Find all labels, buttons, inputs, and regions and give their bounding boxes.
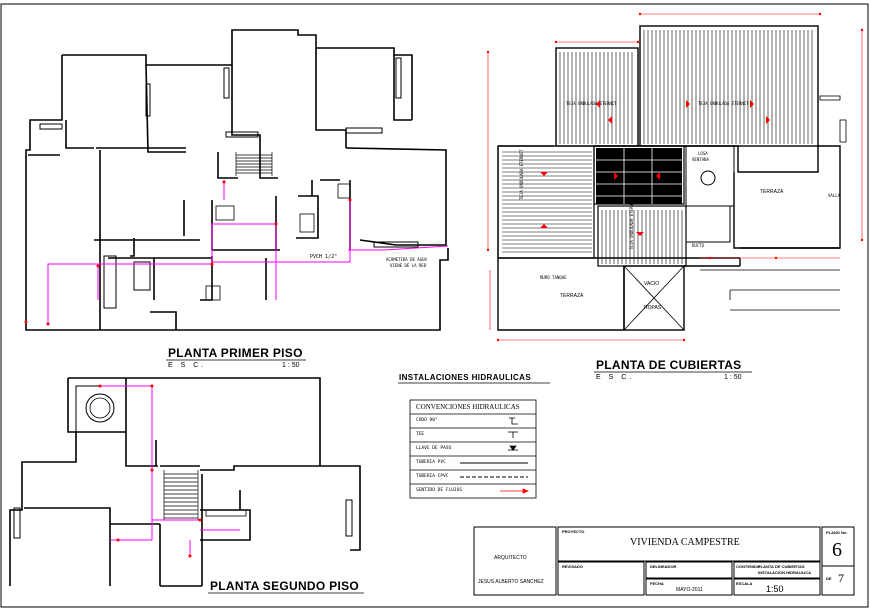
sheet-total-label: DE: [826, 576, 832, 581]
second-floor-pipes: [100, 385, 240, 556]
label-teja-2: TEJA ONDULADA ETERNIT: [698, 101, 749, 106]
architect-label: ARQUITECTO: [494, 555, 527, 561]
label-muro-tanque: MURO TANQUE: [540, 275, 567, 280]
title-block: [473, 526, 855, 596]
convention-llave: LLAVE DE PASO: [416, 446, 452, 451]
label-teja-3: TEJA ONDULADA ETERNIT: [519, 149, 524, 200]
roof-dimensions: [487, 13, 863, 341]
label-ducto: DUCTO: [692, 243, 705, 248]
sheet-border: [0, 3, 869, 608]
underlines: [166, 359, 752, 594]
convention-codo: CODO 90°: [416, 418, 438, 423]
note-viene-red: VIENE DE LA RED: [390, 263, 427, 268]
hydraulic-installations-heading: INSTALACIONES HIDRAULICAS: [399, 373, 532, 382]
label-teja-4: TEJA ONDULADA ETERNIT: [629, 199, 634, 250]
second-floor-stairs: [163, 470, 199, 520]
convention-tuberia-cpvc: TUBERIA CPVC: [416, 474, 449, 479]
title-roof: PLANTA DE CUBIERTAS: [596, 358, 742, 372]
content-label: CONTENIDO: [736, 564, 760, 569]
convention-sentido: SENTIDO DE FLUJOS: [416, 488, 463, 493]
project-value: VIVIENDA CAMPESTRE: [630, 537, 740, 548]
sheet-total: 7: [838, 571, 844, 585]
roof-dim-ticks: [486, 12, 864, 342]
first-floor-outer-wall: [25, 55, 449, 331]
first-floor-pipes: [47, 180, 449, 324]
label-ventana: VENTANA: [692, 157, 709, 162]
architect-name: JESUS ALBERTO SANCHEZ: [478, 579, 544, 585]
title-second-floor: PLANTA SEGUNDO PISO: [210, 579, 360, 593]
note-acometida: ACOMETIDA DE AGUA: [386, 257, 427, 262]
roof-dark-area-lines: [596, 148, 682, 204]
note-pvc: PVCH 1/2": [310, 254, 338, 260]
content-value-1: PLANTA DE CUBIERTAS: [758, 564, 805, 569]
project-label: PROYECTO: [562, 529, 585, 534]
plan-first-floor: [25, 29, 449, 331]
date-value: MAYO-2011: [676, 587, 703, 593]
conventions-table: [409, 399, 537, 499]
content-value-2: INSTALACION HIDRAULICA: [758, 570, 812, 575]
label-terraza-lower: TERRAZA: [560, 293, 584, 299]
roof-hatch: [502, 30, 813, 264]
reviewed-label: REVISADO: [562, 564, 583, 569]
sheet-number-label: PLANO No.: [826, 530, 848, 535]
convention-tee: TEE: [416, 432, 425, 437]
roof-slope-arrows: [540, 100, 770, 236]
label-losa: LOSA: [698, 151, 708, 156]
roof-dark-area: [596, 148, 682, 204]
plan-roof: [497, 25, 847, 331]
label-valla: VALLA: [828, 193, 841, 198]
conventions-symbols: [460, 417, 528, 478]
flow-arrow: [500, 488, 530, 494]
conventions-title: CONVENCIONES HIDRAULICAS: [416, 403, 520, 411]
roof-scale-label: E S C.: [596, 374, 635, 381]
drafter-label: DELINEADOR: [650, 564, 677, 569]
label-vacio: VACIO: [644, 281, 660, 287]
title-first-floor: PLANTA PRIMER PISO: [168, 346, 303, 360]
first-floor-scale-value: 1 : 50: [282, 362, 300, 369]
first-floor-scale-label: E S C.: [168, 362, 207, 369]
scale-label: ESCALA: [736, 581, 753, 586]
second-floor-marks: [98, 384, 202, 558]
label-terraza-roof: TERRAZA: [760, 189, 784, 195]
label-teja-1: TEJA ONDULADA ETERNIT: [566, 101, 617, 106]
sheet-number: 6: [832, 539, 842, 561]
date-label: FECHA: [650, 581, 664, 586]
scale-value: 1:50: [766, 584, 784, 594]
convention-tuberia-pvc: TUBERIA PVC: [416, 460, 446, 465]
label-ropas: ROPAS: [644, 305, 662, 311]
first-floor-dim-marks: [24, 180, 352, 326]
roof-scale-value: 1 : 50: [724, 374, 742, 381]
